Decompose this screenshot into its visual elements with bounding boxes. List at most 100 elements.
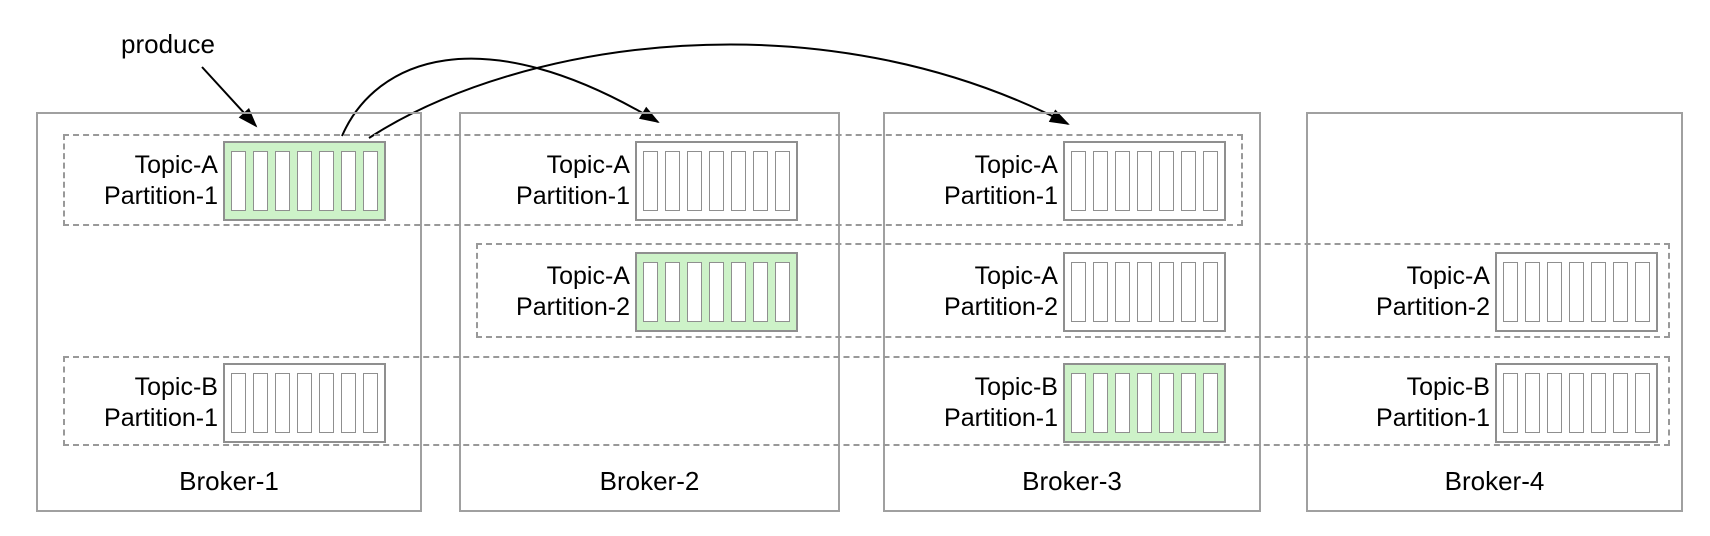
log-segment [1115, 151, 1130, 211]
replica-row-topic-a-partition-1 [63, 134, 1243, 226]
log-segment [319, 151, 334, 211]
log-segment [1159, 262, 1174, 322]
log-segment [319, 373, 334, 433]
log-segment [1181, 373, 1196, 433]
log-segment [753, 151, 768, 211]
topic-name: Topic-A [1406, 262, 1490, 290]
log-segment [1635, 373, 1650, 433]
log-segment [1613, 262, 1628, 322]
log-segment [731, 262, 746, 322]
log-segment [341, 151, 356, 211]
partition-label-broker-1-topic-b-partition-1: Topic-B Partition-1 [28, 372, 218, 434]
partition-name: Partition-1 [104, 404, 218, 432]
broker-label-4: Broker-4 [1444, 466, 1545, 496]
log-segment [1203, 373, 1218, 433]
log-segment [1203, 262, 1218, 322]
log-segment [1071, 151, 1086, 211]
partition-label-broker-3-topic-a-partition-2: Topic-A Partition-2 [868, 261, 1058, 323]
partition-box-broker-2-topic-a-partition-2-leader [635, 252, 798, 332]
partition-label-broker-1-topic-a-partition-1: Topic-A Partition-1 [28, 150, 218, 212]
topic-name: Topic-A [546, 151, 630, 179]
partition-box-broker-2-topic-a-partition-1 [635, 141, 798, 221]
partition-name: Partition-1 [944, 404, 1058, 432]
broker-label-3: Broker-3 [1022, 466, 1122, 496]
log-segment [1071, 262, 1086, 322]
log-segment [1547, 262, 1562, 322]
topic-name: Topic-A [974, 151, 1058, 179]
log-segment [665, 262, 680, 322]
topic-name: Topic-A [974, 262, 1058, 290]
log-segment [363, 373, 378, 433]
log-segment [1503, 373, 1518, 433]
log-segment [1569, 373, 1584, 433]
log-segment [1137, 373, 1152, 433]
log-segment [341, 373, 356, 433]
partition-label-broker-2-topic-a-partition-2: Topic-A Partition-2 [440, 261, 630, 323]
partition-name: Partition-2 [516, 293, 630, 321]
log-segment [1137, 262, 1152, 322]
log-segment [1115, 373, 1130, 433]
log-segment [1159, 373, 1174, 433]
log-segment [1071, 373, 1086, 433]
topic-name: Topic-A [134, 151, 218, 179]
partition-name: Partition-1 [1376, 404, 1490, 432]
broker-label-2: Broker-2 [599, 466, 700, 496]
broker-label-1: Broker-1 [179, 466, 279, 496]
log-segment [297, 373, 312, 433]
log-segment [687, 151, 702, 211]
partition-box-broker-3-topic-a-partition-2 [1063, 252, 1226, 332]
topic-name: Topic-A [546, 262, 630, 290]
log-segment [1525, 262, 1540, 322]
log-segment [231, 151, 246, 211]
partition-name: Partition-2 [944, 293, 1058, 321]
log-segment [1159, 151, 1174, 211]
log-segment [1525, 373, 1540, 433]
log-segment [1591, 262, 1606, 322]
partition-box-broker-3-topic-b-partition-1-leader [1063, 363, 1226, 443]
log-segment [1093, 373, 1108, 433]
partition-label-broker-4-topic-a-partition-2: Topic-A Partition-2 [1300, 261, 1490, 323]
log-segment [665, 151, 680, 211]
log-segment [1503, 262, 1518, 322]
log-segment [253, 151, 268, 211]
log-segment [1203, 151, 1218, 211]
log-segment [253, 373, 268, 433]
replica-row-topic-b-partition-1 [63, 356, 1670, 446]
partition-label-broker-3-topic-a-partition-1: Topic-A Partition-1 [868, 150, 1058, 212]
partition-name: Partition-1 [944, 182, 1058, 210]
topic-name: Topic-B [1406, 373, 1490, 401]
partition-label-broker-4-topic-b-partition-1: Topic-B Partition-1 [1300, 372, 1490, 434]
topic-name: Topic-B [974, 373, 1058, 401]
topic-name: Topic-B [134, 373, 218, 401]
partition-box-broker-3-topic-a-partition-1 [1063, 141, 1226, 221]
log-segment [1181, 151, 1196, 211]
broker-box-3: Broker-3 [883, 112, 1261, 512]
log-segment [297, 151, 312, 211]
log-segment [275, 373, 290, 433]
log-segment [363, 151, 378, 211]
log-segment [753, 262, 768, 322]
log-segment [1547, 373, 1562, 433]
log-segment [1181, 262, 1196, 322]
log-segment [731, 151, 746, 211]
partition-box-broker-1-topic-b-partition-1 [223, 363, 386, 443]
partition-name: Partition-1 [104, 182, 218, 210]
log-segment [1137, 151, 1152, 211]
broker-box-4: Broker-4 [1306, 112, 1683, 512]
log-segment [231, 373, 246, 433]
partition-label-broker-2-topic-a-partition-1: Topic-A Partition-1 [440, 150, 630, 212]
partition-box-broker-4-topic-a-partition-2 [1495, 252, 1658, 332]
log-segment [1115, 262, 1130, 322]
log-segment [1635, 262, 1650, 322]
partition-box-broker-1-topic-a-partition-1-leader [223, 141, 386, 221]
log-segment [709, 151, 724, 211]
partition-name: Partition-2 [1376, 293, 1490, 321]
log-segment [643, 151, 658, 211]
log-segment [687, 262, 702, 322]
partition-name: Partition-1 [516, 182, 630, 210]
broker-box-2: Broker-2 [459, 112, 840, 512]
broker-box-1: Broker-1 [36, 112, 422, 512]
partition-label-broker-3-topic-b-partition-1: Topic-B Partition-1 [868, 372, 1058, 434]
log-segment [1569, 262, 1584, 322]
